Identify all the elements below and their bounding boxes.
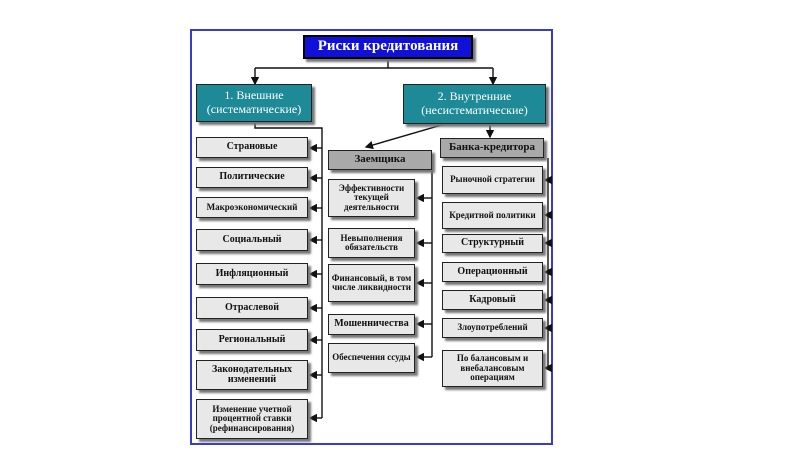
external-item: Социальный [196, 229, 308, 251]
borrower-item: Эффективности текущей деятельности [328, 179, 415, 217]
external-risks-sublabel: (систематические) [206, 102, 302, 116]
bank-item: Злоупотреблений [442, 318, 543, 338]
external-item: Политические [196, 167, 308, 188]
bank-item: Кредитной политики [442, 202, 543, 229]
internal-risks-label: 2. Внутренние [437, 89, 512, 104]
bank-item: Кадровый [442, 290, 543, 310]
external-item: Отраслевой [196, 297, 308, 319]
borrower-item: Мошенничества [328, 314, 415, 335]
external-item: Региональный [196, 329, 308, 351]
internal-risks-box: 2. Внутренние (несистематические) [403, 84, 546, 124]
external-item: Законодательных изменений [196, 360, 308, 390]
external-item: Инфляционный [196, 263, 308, 285]
bank-item: По балансовым и внебалансовым операциям [442, 350, 543, 387]
diagram-title: Риски кредитования [303, 35, 473, 59]
external-risks-label: 1. Внешние [224, 88, 284, 103]
external-item: Страновые [196, 137, 308, 158]
bank-item: Рыночной стратегии [442, 166, 543, 194]
external-risks-box: 1. Внешние (систематические) [196, 84, 312, 122]
external-item: Макроэкономический [196, 197, 308, 218]
borrower-risks-box: Заемщика [328, 150, 432, 170]
borrower-item: Обеспечения ссуды [328, 343, 415, 373]
external-item: Изменение учетной процентной ставки (реф… [196, 399, 308, 439]
bank-item: Операционный [442, 262, 543, 282]
bank-item: Структурный [442, 234, 543, 253]
borrower-item: Финансовый, в том числе ликвидности [328, 264, 415, 302]
internal-risks-sublabel: (несистематические) [421, 103, 528, 117]
borrower-item: Невыполнения обязательств [328, 228, 415, 258]
bank-risks-box: Банка-кредитора [440, 138, 544, 158]
